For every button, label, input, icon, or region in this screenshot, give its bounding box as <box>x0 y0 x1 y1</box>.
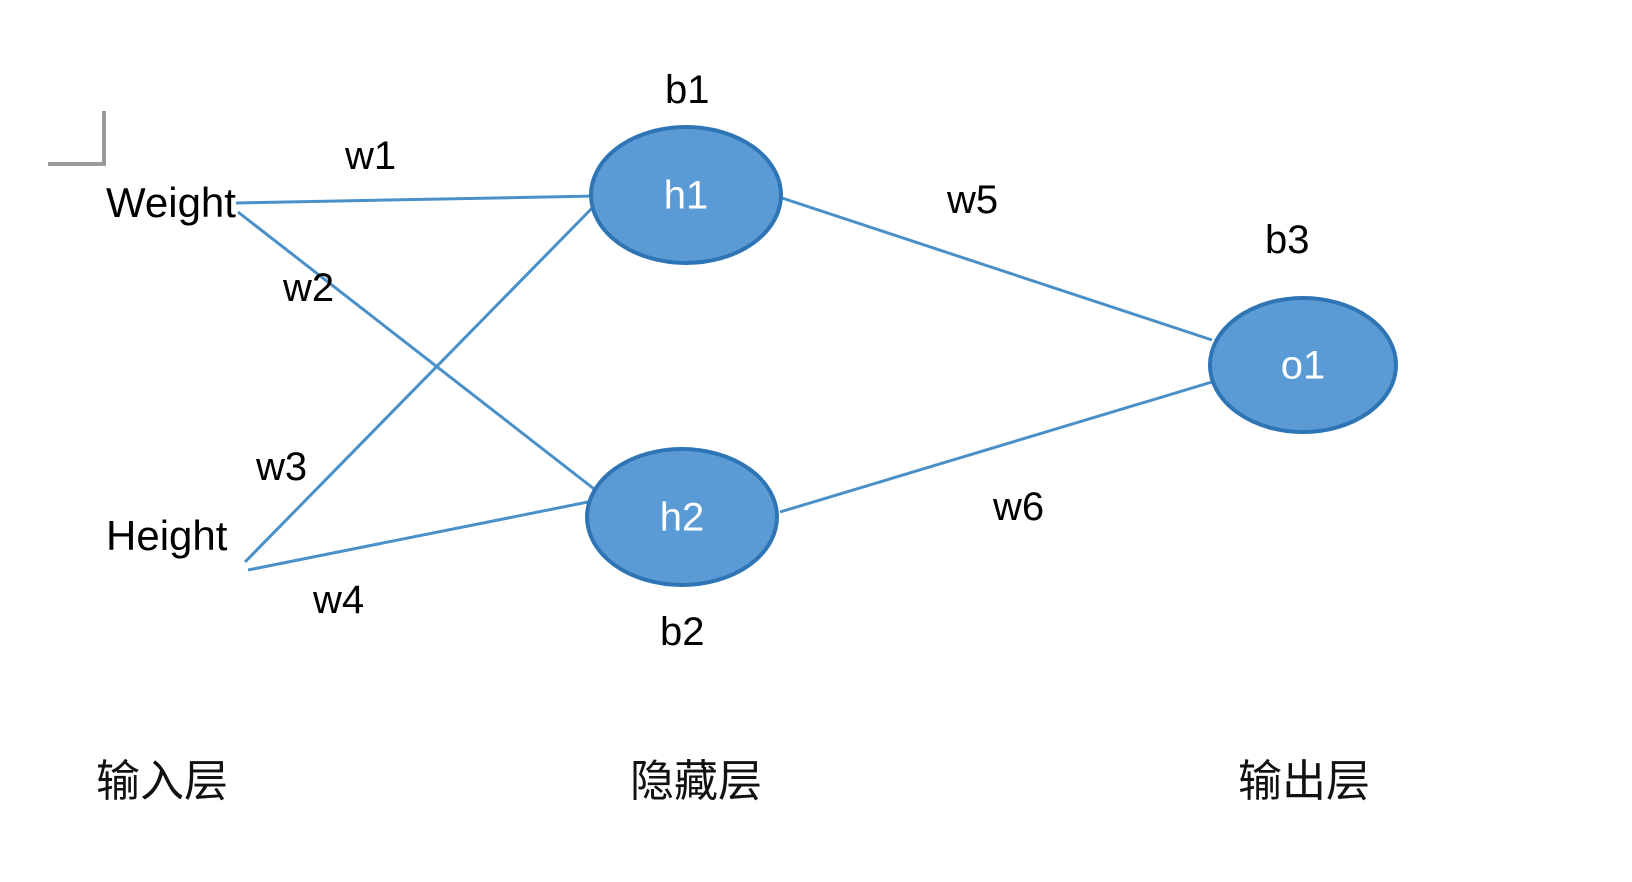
layer-label-hidden: 隐藏层 <box>630 757 762 806</box>
edge-w2 <box>237 210 599 494</box>
edge-w5 <box>781 196 1213 342</box>
page-corner-mark <box>48 111 106 166</box>
node-h1-label: h1 <box>664 174 709 218</box>
node-h2-label: h2 <box>660 496 705 540</box>
weight-label-w5: w5 <box>947 178 999 222</box>
node-o1-label: o1 <box>1281 344 1326 388</box>
node-o1[interactable] <box>1208 296 1398 434</box>
bias-label-b3: b3 <box>1265 218 1310 262</box>
input-label-weight: Weight <box>106 179 236 226</box>
node-h1[interactable] <box>589 125 783 265</box>
weight-label-w2: w2 <box>283 266 335 310</box>
input-label-height: Height <box>106 512 228 559</box>
edge-w3 <box>243 198 602 564</box>
node-h2[interactable] <box>585 447 779 587</box>
edge-w4 <box>247 498 599 572</box>
weight-label-w6: w6 <box>993 485 1045 529</box>
layer-label-input: 输入层 <box>96 757 228 806</box>
weight-label-w4: w4 <box>313 578 365 622</box>
layer-label-output: 输出层 <box>1238 757 1370 806</box>
weight-label-w1: w1 <box>345 134 397 178</box>
bias-label-b2: b2 <box>660 610 705 654</box>
edge-w1 <box>235 194 597 205</box>
edge-w6 <box>779 380 1213 514</box>
weight-label-w3: w3 <box>256 445 308 489</box>
bias-label-b1: b1 <box>665 68 710 112</box>
